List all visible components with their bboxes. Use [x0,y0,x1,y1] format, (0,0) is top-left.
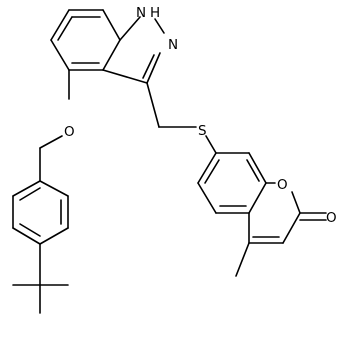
bond [19,223,41,237]
bond [102,39,121,71]
bond [197,152,217,184]
bond [204,159,220,184]
bond [146,82,160,128]
bond [282,212,301,244]
bond [248,152,267,184]
bond [102,69,148,84]
bond [12,180,41,197]
bond [50,9,70,41]
bond [248,182,267,214]
bond [39,135,63,149]
bond [119,16,141,41]
atom-label-h: H [150,5,160,21]
bond [39,180,69,197]
bond [50,39,70,71]
atom-label-n: N [168,37,178,53]
bond [246,159,260,182]
bond [146,52,161,84]
bond [102,9,121,41]
bond [19,187,41,201]
bond [142,54,155,79]
atom-label-nh: N [136,5,146,21]
bond [291,191,301,214]
bond [39,227,69,245]
bond [57,16,73,41]
atom-label-o-carbonyl: O [326,210,337,226]
atom-label-o-ether: O [64,124,75,140]
bond [235,242,250,277]
bond [154,18,165,34]
atom-label-s: S [198,123,207,139]
atom-label-o-ring: O [277,177,288,193]
bond [12,227,41,245]
bond [205,135,217,154]
bond [197,182,217,214]
